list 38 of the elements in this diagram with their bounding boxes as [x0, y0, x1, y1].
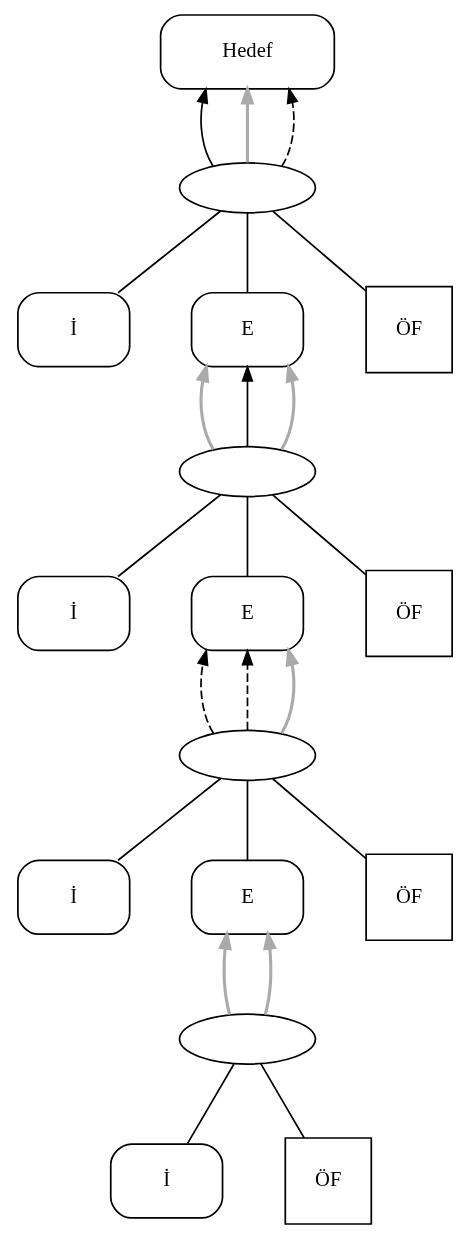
arrow: [240, 364, 253, 448]
connector: [116, 777, 221, 862]
arrow: [262, 929, 277, 1015]
connector: [246, 212, 248, 294]
arrow: [239, 84, 254, 163]
connector: [259, 1063, 305, 1139]
arrow: [279, 362, 299, 451]
node-box: İ: [16, 291, 130, 368]
connector: [186, 1063, 235, 1145]
node-box: E: [190, 291, 304, 368]
node-box: İ: [16, 859, 130, 936]
node-box: İ: [16, 575, 130, 652]
node-ellipse: [178, 1013, 316, 1065]
connector: [271, 777, 367, 860]
arrow: [280, 86, 298, 167]
node-box: Hedef: [159, 14, 335, 90]
arrow: [196, 648, 214, 735]
arrow: [195, 362, 215, 451]
connector: [246, 779, 248, 861]
connector: [116, 210, 221, 294]
connector: [271, 494, 367, 576]
arrow: [196, 86, 214, 167]
node-ellipse: [178, 445, 316, 498]
node-box: E: [190, 575, 304, 652]
node-box: ÖF: [283, 1137, 372, 1225]
connector: [271, 210, 367, 292]
arrow: [240, 648, 253, 731]
connector: [246, 495, 248, 577]
node-box: E: [190, 859, 304, 936]
node-box: ÖF: [364, 853, 453, 942]
node-box: ÖF: [364, 285, 453, 374]
node-box: ÖF: [364, 569, 453, 658]
node-ellipse: [178, 162, 316, 214]
arrow: [217, 929, 232, 1015]
connector: [116, 493, 221, 578]
node-ellipse: [178, 729, 316, 782]
node-box: İ: [109, 1143, 223, 1219]
arrow: [279, 646, 299, 734]
